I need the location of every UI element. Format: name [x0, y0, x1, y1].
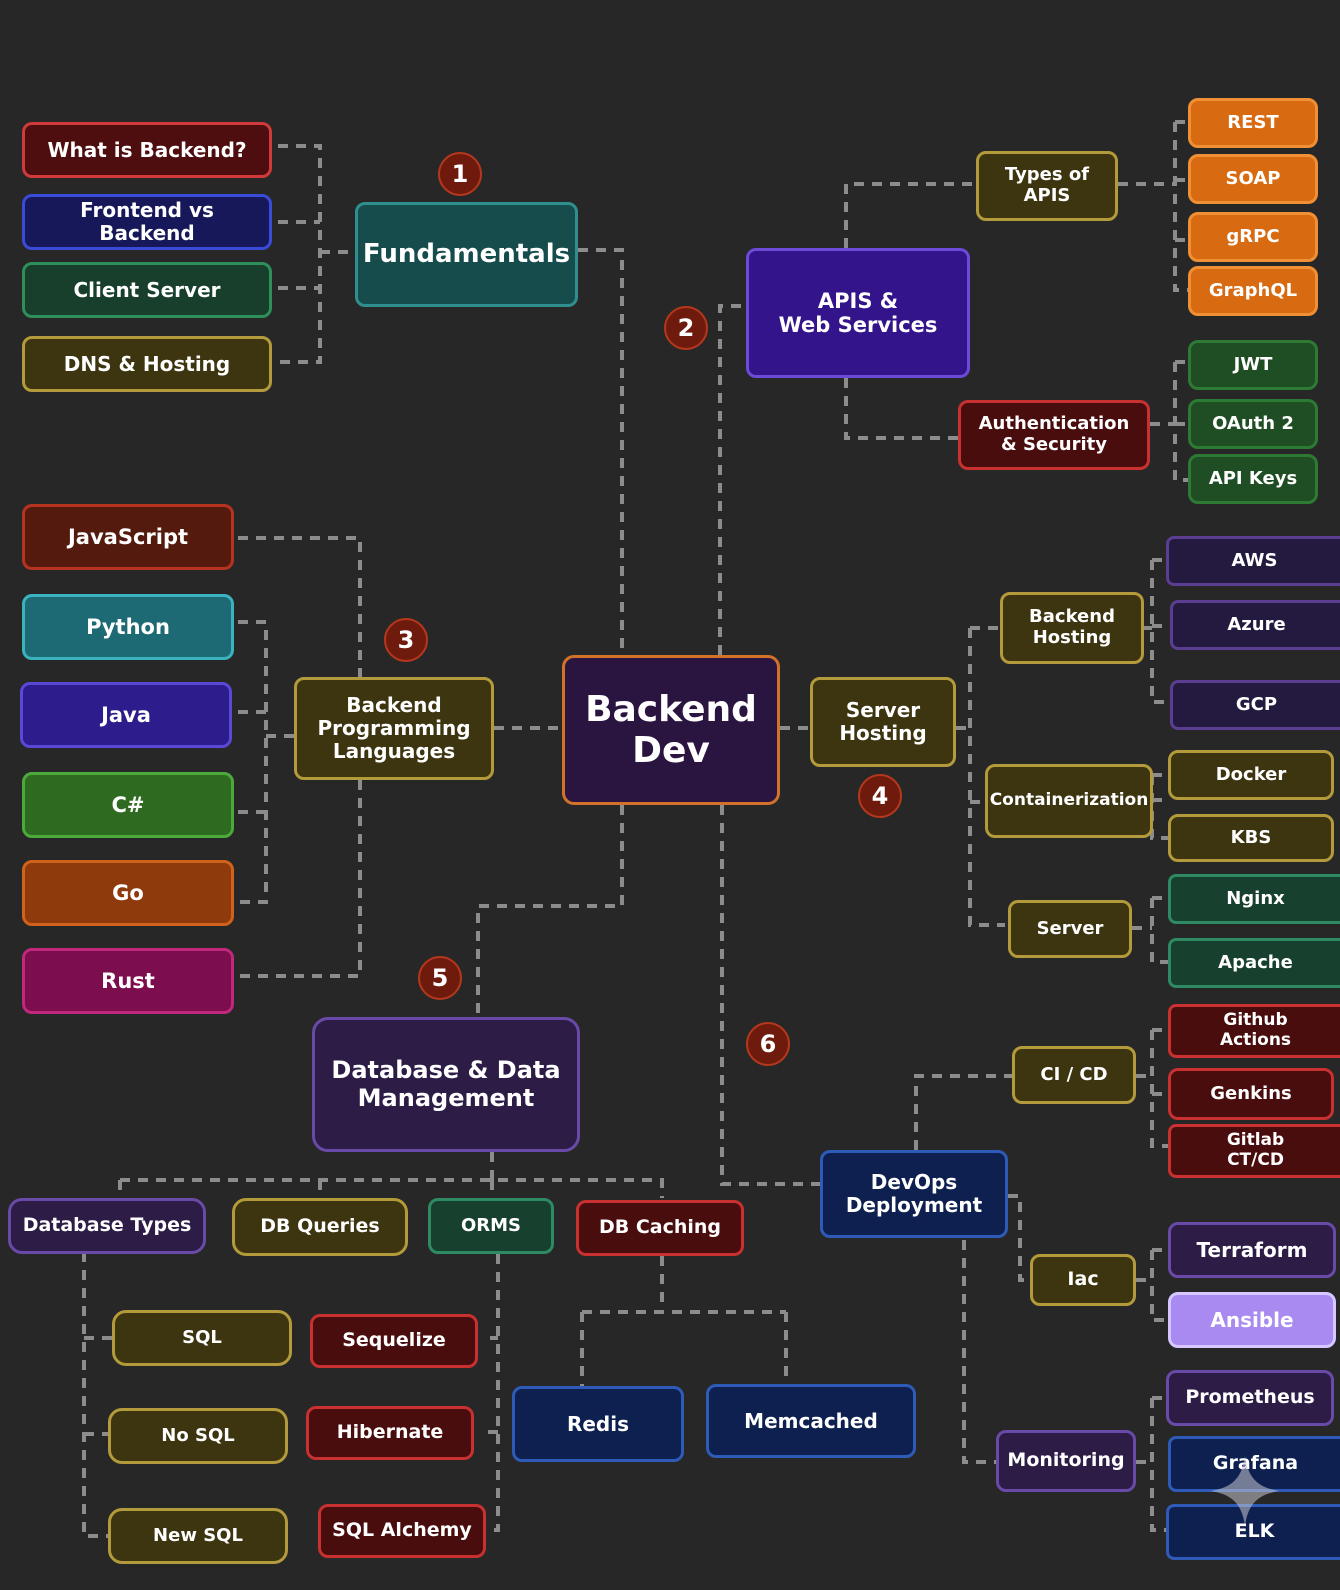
orms-node[interactable]: ORMS	[428, 1198, 554, 1254]
graphql-node[interactable]: GraphQL	[1188, 266, 1318, 316]
redis-node[interactable]: Redis	[512, 1386, 684, 1462]
nginx-node[interactable]: Nginx	[1168, 874, 1340, 924]
containerization-node[interactable]: Containerization	[985, 764, 1153, 838]
aws-node[interactable]: AWS	[1166, 536, 1340, 586]
db-caching-node[interactable]: DB Caching	[576, 1200, 744, 1256]
grpc-node[interactable]: gRPC	[1188, 212, 1318, 262]
sql-node[interactable]: SQL	[112, 1310, 292, 1366]
sparkle-icon	[1210, 1456, 1280, 1526]
step-badge-3: 3	[384, 618, 428, 662]
authentication-security-node[interactable]: Authentication & Security	[958, 400, 1150, 470]
client-server-node[interactable]: Client Server	[22, 262, 272, 318]
go-node[interactable]: Go	[22, 860, 234, 926]
iac-node[interactable]: Iac	[1030, 1254, 1136, 1306]
oauth2-node[interactable]: OAuth 2	[1188, 399, 1318, 449]
monitoring-node[interactable]: Monitoring	[996, 1430, 1136, 1492]
sql-alchemy-node[interactable]: SQL Alchemy	[318, 1504, 486, 1558]
fundamentals-node[interactable]: Fundamentals	[355, 202, 578, 307]
dns-hosting-node[interactable]: DNS & Hosting	[22, 336, 272, 392]
sequelize-node[interactable]: Sequelize	[310, 1314, 478, 1368]
soap-node[interactable]: SOAP	[1188, 154, 1318, 204]
gcp-node[interactable]: GCP	[1170, 680, 1340, 730]
genkins-node[interactable]: Genkins	[1168, 1068, 1334, 1120]
step-badge-5: 5	[418, 956, 462, 1000]
elk-node[interactable]: ELK	[1166, 1504, 1340, 1560]
azure-node[interactable]: Azure	[1170, 600, 1340, 650]
apache-node[interactable]: Apache	[1168, 938, 1340, 988]
python-node[interactable]: Python	[22, 594, 234, 660]
jwt-node[interactable]: JWT	[1188, 340, 1318, 390]
apis-web-services-node[interactable]: APIS & Web Services	[746, 248, 970, 378]
backend-programming-languages-node[interactable]: Backend Programming Languages	[294, 677, 494, 780]
ci-cd-node[interactable]: CI / CD	[1012, 1046, 1136, 1104]
github-actions-node[interactable]: Github Actions	[1168, 1004, 1340, 1058]
types-of-apis-node[interactable]: Types of APIS	[976, 151, 1118, 221]
step-badge-4: 4	[858, 774, 902, 818]
prometheus-node[interactable]: Prometheus	[1166, 1370, 1334, 1426]
database-types-node[interactable]: Database Types	[8, 1198, 206, 1254]
no-sql-node[interactable]: No SQL	[108, 1408, 288, 1464]
rust-node[interactable]: Rust	[22, 948, 234, 1014]
new-sql-node[interactable]: New SQL	[108, 1508, 288, 1564]
csharp-node[interactable]: C#	[22, 772, 234, 838]
step-badge-2: 2	[664, 306, 708, 350]
devops-deployment-node[interactable]: DevOps Deployment	[820, 1150, 1008, 1238]
what-is-backend-node[interactable]: What is Backend?	[22, 122, 272, 178]
kbs-node[interactable]: KBS	[1168, 814, 1334, 862]
server-node[interactable]: Server	[1008, 900, 1132, 958]
server-hosting-node[interactable]: Server Hosting	[810, 677, 956, 767]
step-badge-6: 6	[746, 1022, 790, 1066]
backend-hosting-node[interactable]: Backend Hosting	[1000, 592, 1144, 664]
hibernate-node[interactable]: Hibernate	[306, 1406, 474, 1460]
java-node[interactable]: Java	[20, 682, 232, 748]
gitlab-ci-node[interactable]: Gitlab CT/CD	[1168, 1124, 1340, 1178]
frontend-vs-backend-node[interactable]: Frontend vs Backend	[22, 194, 272, 250]
step-badge-1: 1	[438, 152, 482, 196]
ansible-node[interactable]: Ansible	[1168, 1292, 1336, 1348]
memcached-node[interactable]: Memcached	[706, 1384, 916, 1458]
db-queries-node[interactable]: DB Queries	[232, 1198, 408, 1256]
rest-node[interactable]: REST	[1188, 98, 1318, 148]
javascript-node[interactable]: JavaScript	[22, 504, 234, 570]
terraform-node[interactable]: Terraform	[1168, 1222, 1336, 1278]
database-data-management-node[interactable]: Database & Data Management	[312, 1017, 580, 1152]
api-keys-node[interactable]: API Keys	[1188, 454, 1318, 504]
backend-dev-node[interactable]: Backend Dev	[562, 655, 780, 805]
docker-node[interactable]: Docker	[1168, 750, 1334, 800]
